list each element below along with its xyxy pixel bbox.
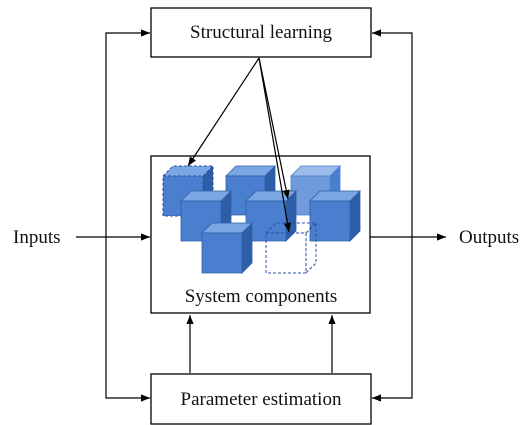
component-cubes: [161, 164, 361, 275]
parameter-estimation-label: Parameter estimation: [181, 389, 342, 410]
cube-mid-right-front: [309, 200, 351, 242]
cube-placeholder: [264, 221, 318, 275]
left-loop-line-lower: [105, 237, 150, 402]
system-components-label: System components: [185, 286, 338, 307]
structure-arrow-1: [187, 57, 260, 167]
cube-front-left-front: [201, 232, 243, 274]
structure-arrow-2: [258, 57, 292, 233]
cube-mid-center: [245, 190, 297, 242]
structural-learning-box: [150, 7, 372, 58]
inputs-label: Inputs: [13, 227, 61, 248]
structure-arrow-3: [258, 57, 290, 200]
structural-learning-label: Structural learning: [190, 22, 332, 43]
cube-placeholder-front: [265, 232, 307, 274]
outputs-label: Outputs: [459, 227, 519, 248]
cube-front-left: [201, 222, 253, 274]
left-loop-line: [105, 29, 150, 237]
cube-mid-right: [309, 190, 361, 242]
parameter-estimation-box: [150, 373, 372, 425]
right-loop-line: [372, 29, 413, 237]
right-loop-line-lower: [372, 237, 413, 402]
